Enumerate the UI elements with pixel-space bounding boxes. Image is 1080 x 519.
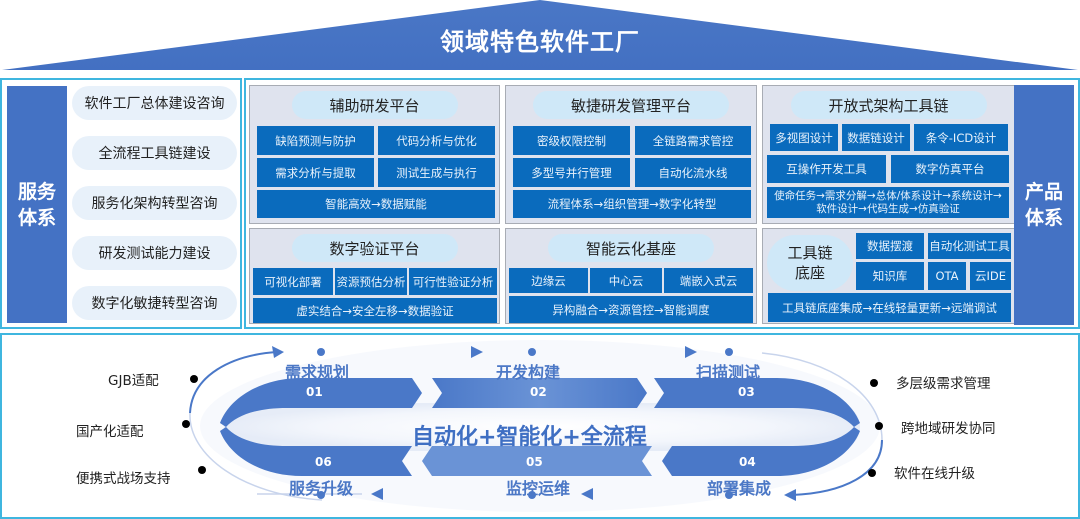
arrow-icon	[471, 346, 483, 358]
panel-title: 开放式架构工具链	[790, 91, 987, 119]
right-note: 跨地域研发协同	[901, 421, 996, 437]
node-dot-icon	[317, 348, 325, 356]
node-dot-icon	[528, 348, 536, 356]
service-list: 软件工厂总体建设咨询 全流程工具链建设 服务化架构转型咨询 研发测试能力建设 数…	[72, 86, 237, 320]
feature-box: 多型号并行管理	[513, 158, 630, 187]
platform-panel-agile-management: 敏捷研发管理平台 密级权限控制 全链路需求管控 多型号并行管理 自动化流水线 流…	[505, 85, 757, 224]
center-slogan: 自动化+智能化+全流程	[412, 425, 647, 450]
node-dot-icon	[725, 348, 733, 356]
left-note: 国产化适配	[76, 424, 144, 440]
arrow-icon	[272, 346, 284, 358]
stage-number: 02	[530, 385, 547, 399]
product-system-label: 产品体系	[1014, 85, 1074, 325]
service-system-label: 服务体系	[7, 86, 67, 323]
summary-box: 流程体系→组织管理→数字化转型	[513, 190, 751, 218]
feature-box: 代码分析与优化	[378, 126, 495, 155]
platform-panel-digital-verification: 数字验证平台 可视化部署 资源预估分析 可行性验证分析 虚实结合→安全左移→数据…	[249, 228, 500, 324]
feature-box: 可视化部署	[253, 268, 333, 295]
platform-panel-intelligent-cloud: 智能云化基座 边缘云 中心云 端嵌入式云 异构融合→资源管控→智能调度	[505, 228, 757, 324]
left-note: 便携式战场支持	[76, 471, 171, 487]
product-system-frame: 辅助研发平台 缺陷预测与防护 代码分析与优化 需求分析与提取 测试生成与执行 智…	[244, 78, 1080, 329]
stage-number: 03	[738, 385, 755, 399]
bullet-icon	[182, 420, 190, 428]
right-note: 软件在线升级	[894, 466, 975, 482]
service-item: 数字化敏捷转型咨询	[72, 286, 237, 320]
stage-label: 部署集成	[707, 479, 772, 498]
panel-title: 数字验证平台	[291, 234, 458, 262]
stage-label: 扫描测试	[696, 363, 761, 382]
arrow-icon	[371, 488, 383, 500]
summary-box: 使命任务→需求分解→总体/体系设计→系统设计→软件设计→代码生成→仿真验证	[767, 187, 1009, 218]
page-title: 领域特色软件工厂	[440, 28, 640, 56]
feature-box: 自动化流水线	[635, 158, 751, 187]
feature-box: 数据链设计	[842, 124, 910, 151]
feature-box: 资源预估分析	[335, 268, 407, 295]
summary-box: 虚实结合→安全左移→数据验证	[253, 298, 497, 323]
platform-panel-assisted-rd: 辅助研发平台 缺陷预测与防护 代码分析与优化 需求分析与提取 测试生成与执行 智…	[249, 85, 500, 224]
feature-box: 云IDE	[970, 262, 1011, 290]
summary-box: 异构融合→资源管控→智能调度	[509, 296, 753, 323]
arrow-icon	[784, 489, 796, 501]
stage-number: 05	[526, 455, 543, 469]
panel-title: 智能云化基座	[547, 234, 715, 262]
bullet-icon	[198, 466, 206, 474]
service-item: 全流程工具链建设	[72, 136, 237, 170]
node-dot-icon	[528, 491, 536, 499]
roof-triangle	[2, 0, 1078, 70]
stage-number: 06	[315, 455, 332, 469]
panel-title: 工具链底座	[767, 235, 853, 291]
feature-box: 端嵌入式云	[664, 268, 753, 293]
bullet-icon	[870, 379, 878, 387]
feature-box: 数据摆渡	[856, 233, 924, 259]
panel-title: 辅助研发平台	[291, 91, 458, 119]
feature-box: 知识库	[856, 262, 924, 290]
service-item: 软件工厂总体建设咨询	[72, 86, 237, 120]
feature-box: 全链路需求管控	[635, 126, 751, 155]
feature-box: 测试生成与执行	[378, 158, 495, 187]
arrow-icon	[685, 346, 697, 358]
process-flow-frame: GJB适配 国产化适配 便携式战场支持 多层级需求管理 跨地域研发协同 软件在线…	[0, 333, 1080, 519]
feature-box: 密级权限控制	[513, 126, 630, 155]
flow-loop-graphic	[189, 340, 883, 512]
feature-box: OTA	[928, 262, 966, 290]
service-item: 研发测试能力建设	[72, 236, 237, 270]
feature-box: 缺陷预测与防护	[257, 126, 374, 155]
summary-box: 智能高效→数据赋能	[257, 190, 495, 218]
feature-box: 多视图设计	[770, 124, 838, 151]
service-system-frame: 服务体系 软件工厂总体建设咨询 全流程工具链建设 服务化架构转型咨询 研发测试能…	[0, 78, 242, 329]
right-note: 多层级需求管理	[896, 376, 991, 392]
stage-label: 开发构建	[496, 363, 561, 382]
feature-box: 数字仿真平台	[891, 155, 1009, 183]
feature-box: 中心云	[590, 268, 662, 293]
left-note: GJB适配	[108, 373, 159, 389]
stage-number: 04	[739, 455, 756, 469]
feature-box: 自动化测试工具	[928, 233, 1011, 259]
feature-box: 条令-ICD设计	[914, 124, 1008, 151]
panel-title: 敏捷研发管理平台	[532, 91, 730, 119]
summary-box: 工具链底座集成→在线轻量更新→远端调试	[768, 293, 1011, 322]
bullet-icon	[868, 469, 876, 477]
arrow-icon	[581, 488, 593, 500]
feature-box: 边缘云	[509, 268, 588, 293]
service-item: 服务化架构转型咨询	[72, 186, 237, 220]
bullet-icon	[190, 375, 198, 383]
feature-box: 互操作开发工具	[767, 155, 886, 183]
feature-box: 需求分析与提取	[257, 158, 374, 187]
stage-number: 01	[306, 385, 323, 399]
stage-label: 监控运维	[506, 479, 571, 498]
node-dot-icon	[317, 491, 325, 499]
bullet-icon	[875, 422, 883, 430]
feature-box: 可行性验证分析	[409, 268, 497, 295]
node-dot-icon	[725, 491, 733, 499]
stage-label: 需求规划	[285, 363, 350, 382]
stage-label: 服务升级	[289, 479, 354, 498]
platform-panel-open-architecture: 开放式架构工具链 多视图设计 数据链设计 条令-ICD设计 互操作开发工具 数字…	[762, 85, 1015, 224]
platform-panel-toolchain-base: 工具链底座 数据摆渡 自动化测试工具 知识库 OTA 云IDE 工具链底座集成→…	[762, 228, 1015, 324]
